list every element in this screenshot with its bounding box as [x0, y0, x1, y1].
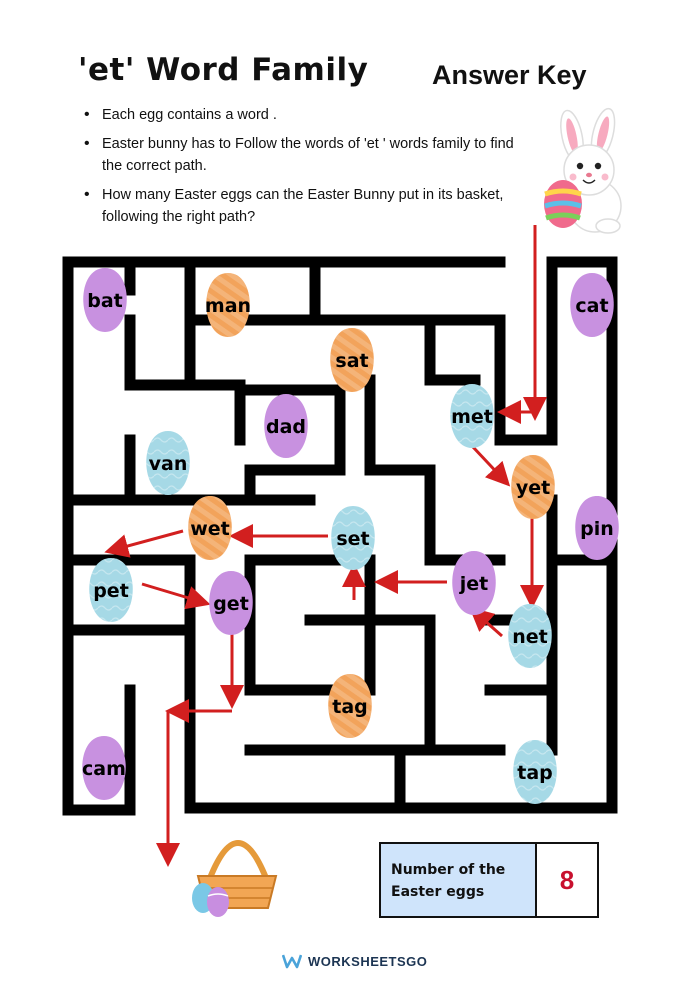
egg-dad: dad [264, 394, 308, 458]
egg-cam: cam [82, 736, 126, 800]
egg-word: met [451, 406, 493, 428]
egg-word: man [205, 295, 251, 317]
egg-tap: tap [513, 740, 557, 804]
answer-value: 8 [559, 864, 575, 895]
egg-word: tap [517, 762, 553, 784]
egg-word: set [336, 528, 369, 550]
egg-word: bat [87, 290, 123, 312]
egg-met: met [450, 384, 494, 448]
egg-bat: bat [83, 268, 127, 332]
answer-label: Number of the Easter eggs [381, 844, 537, 916]
egg-group: bat man cat sat met dad van yet wet set pin pet get j… [82, 268, 619, 804]
egg-word: sat [335, 350, 368, 372]
instruction-item: Each egg contains a word . [82, 104, 532, 126]
egg-sat: sat [330, 328, 374, 392]
brand-w-icon [282, 954, 302, 969]
egg-word: wet [190, 518, 230, 540]
egg-net: net [508, 604, 552, 668]
egg-wet: wet [188, 496, 232, 560]
egg-word: dad [266, 416, 306, 438]
answer-box: Number of the Easter eggs 8 [379, 842, 599, 918]
egg-cat: cat [570, 273, 614, 337]
egg-word: jet [459, 573, 488, 595]
egg-word: van [149, 453, 188, 475]
egg-word: tag [332, 696, 368, 718]
page-title: 'et' Word Family [78, 52, 369, 88]
egg-word: get [213, 593, 249, 615]
egg-word: pet [93, 580, 129, 602]
egg-word: pin [580, 518, 614, 540]
brand-name: WORKSHEETSGO [308, 953, 428, 969]
instructions-list: Each egg contains a word . Easter bunny … [82, 104, 532, 235]
egg-set: set [331, 506, 375, 570]
egg-pet: pet [89, 558, 133, 622]
egg-word: yet [516, 477, 550, 499]
egg-pin: pin [575, 496, 619, 560]
basket-icon [192, 840, 278, 917]
egg-word: cat [575, 295, 608, 317]
brand-logo: WORKSHEETSGO [282, 953, 427, 969]
egg-jet: jet [452, 551, 496, 615]
egg-get: get [209, 571, 253, 635]
solution-path [104, 225, 547, 867]
egg-word: cam [82, 758, 126, 780]
maze-walls [62, 256, 618, 816]
bunny-icon [544, 107, 622, 234]
instruction-item: Easter bunny has to Follow the words of … [82, 133, 532, 177]
instruction-item: How many Easter eggs can the Easter Bunn… [82, 184, 532, 228]
answer-key-heading: Answer Key [432, 60, 587, 90]
egg-van: van [146, 431, 190, 495]
egg-tag: tag [328, 674, 372, 738]
egg-man: man [205, 273, 251, 337]
egg-yet: yet [511, 455, 555, 519]
egg-word: net [512, 626, 548, 648]
